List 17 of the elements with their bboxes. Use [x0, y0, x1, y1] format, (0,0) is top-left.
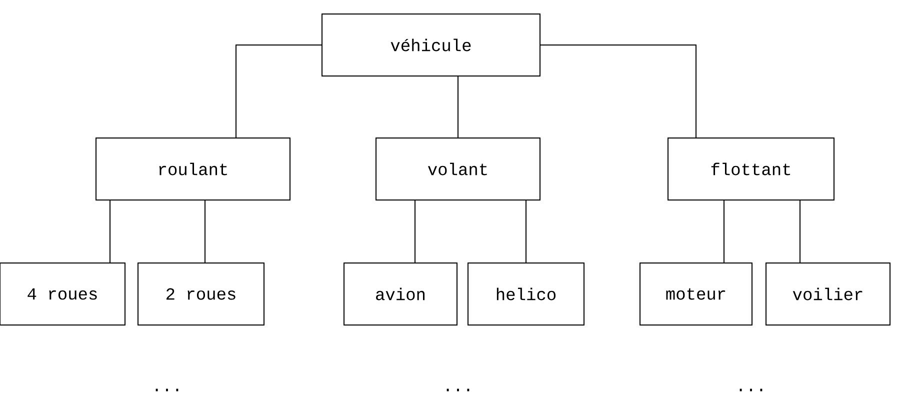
class-box: véhicule [322, 14, 540, 76]
class-box: volant [376, 138, 540, 200]
ellipsis: ... [446, 388, 470, 392]
class-box: voilier [766, 262, 890, 326]
class-box: moteur [640, 262, 752, 326]
class-box: roulant [96, 138, 290, 200]
class-box: helico [468, 262, 584, 326]
class-box: flottant [668, 138, 834, 200]
ellipsis: ... [740, 388, 762, 392]
class-box: 2 roues [138, 262, 264, 326]
class-box: 4 roues [0, 262, 126, 326]
class-box: avion [344, 262, 458, 326]
connector-line [236, 44, 322, 138]
ellipsis: ... [156, 388, 178, 392]
connector-line [414, 200, 416, 263]
connector-line [204, 200, 206, 263]
connector-line [540, 44, 696, 138]
